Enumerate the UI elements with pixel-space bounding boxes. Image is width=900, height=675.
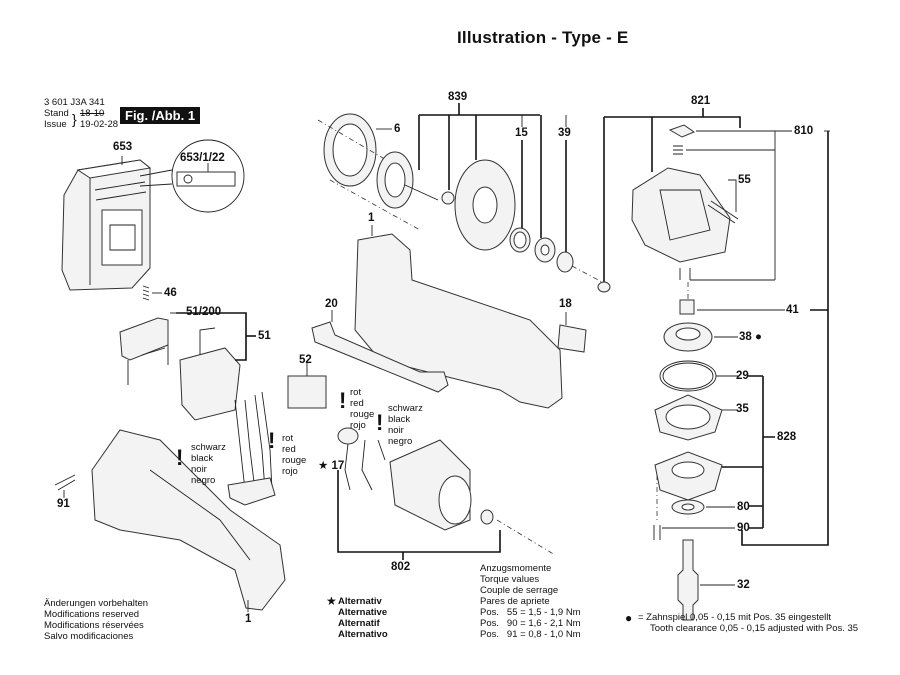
part-label-29[interactable]: 29 <box>736 370 749 382</box>
wire-note-black-motor: schwarz black noir negro <box>388 403 423 447</box>
star-icon: ★ <box>318 460 329 472</box>
torque-values-note: Anzugsmomente Torque values Couple de se… <box>480 563 581 640</box>
part-label-90[interactable]: 90 <box>737 522 750 534</box>
part-label-1-housing[interactable]: 1 <box>368 212 375 224</box>
part-label-46[interactable]: 46 <box>164 287 177 299</box>
part-label-828[interactable]: 828 <box>777 431 797 443</box>
part-number-17: 17 <box>331 460 345 472</box>
part-label-839[interactable]: 839 <box>448 91 468 103</box>
part-label-653[interactable]: 653 <box>113 141 133 153</box>
part-label-51[interactable]: 51 <box>258 330 271 342</box>
document-number: 3 601 J3A 341 <box>44 97 105 108</box>
figure-label: Fig. /Abb. 1 <box>120 107 201 124</box>
part-label-80[interactable]: 80 <box>737 501 750 513</box>
issue-label: Issue <box>44 119 67 130</box>
issue-value: 19-02-28 <box>80 119 119 130</box>
part-label-20[interactable]: 20 <box>325 298 338 310</box>
part-label-41[interactable]: 41 <box>786 304 799 316</box>
page-title: Illustration - Type - E <box>457 28 629 47</box>
warning-icon: ! <box>339 388 347 413</box>
part-label-35[interactable]: 35 <box>736 403 749 415</box>
dot-icon: ● <box>755 331 762 343</box>
part-label-18[interactable]: 18 <box>559 298 572 310</box>
brace: } <box>72 111 77 127</box>
tooth-clearance-note: = Zahnspiel 0,05 - 0,15 mit Pos. 35 eing… <box>638 612 859 634</box>
part-label-51-200[interactable]: 51/200 <box>186 306 222 318</box>
warning-icon: ! <box>376 410 384 435</box>
part-label-821[interactable]: 821 <box>691 95 711 107</box>
part-label-91[interactable]: 91 <box>57 498 70 510</box>
detail-circle <box>171 139 245 213</box>
alternative-note: Alternativ Alternative Alternatif Altern… <box>338 596 388 640</box>
part-label-52[interactable]: 52 <box>299 354 312 366</box>
battery-pack-drawing <box>61 156 152 291</box>
part-label-810[interactable]: 810 <box>794 125 814 137</box>
modifications-note: Änderungen vorbehalten Modifications res… <box>44 598 149 642</box>
stand-label: Stand <box>44 108 69 119</box>
part-label-1-grip[interactable]: 1 <box>245 613 252 625</box>
part-label-39[interactable]: 39 <box>558 127 571 139</box>
stand-value: 18-10 <box>80 108 105 119</box>
part-label-653-1-22[interactable]: 653/1/22 <box>180 152 225 164</box>
part-label-38[interactable]: 38 ● <box>739 331 762 343</box>
part-label-15[interactable]: 15 <box>515 127 528 139</box>
part-label-55[interactable]: 55 <box>738 174 751 186</box>
part-label-32[interactable]: 32 <box>737 579 750 591</box>
wire-note-red-left: rot red rouge rojo <box>282 433 307 477</box>
dot-icon: ● <box>625 611 633 625</box>
part-label-802[interactable]: 802 <box>391 561 411 573</box>
stand-issue-values: 18-10 19-02-28 <box>80 108 118 130</box>
part-label-6[interactable]: 6 <box>394 123 401 135</box>
warning-icon: ! <box>176 445 184 470</box>
star-icon: ★ <box>326 594 337 608</box>
part-number-38: 38 <box>739 331 752 343</box>
wire-note-red-motor: rot red rouge rojo <box>350 387 375 431</box>
stand-issue-labels: Stand Issue <box>44 108 69 130</box>
wire-note-black-left: schwarz black noir negro <box>191 442 226 486</box>
part-label-17[interactable]: ★ 17 <box>318 458 344 472</box>
warning-icon: ! <box>268 428 276 453</box>
